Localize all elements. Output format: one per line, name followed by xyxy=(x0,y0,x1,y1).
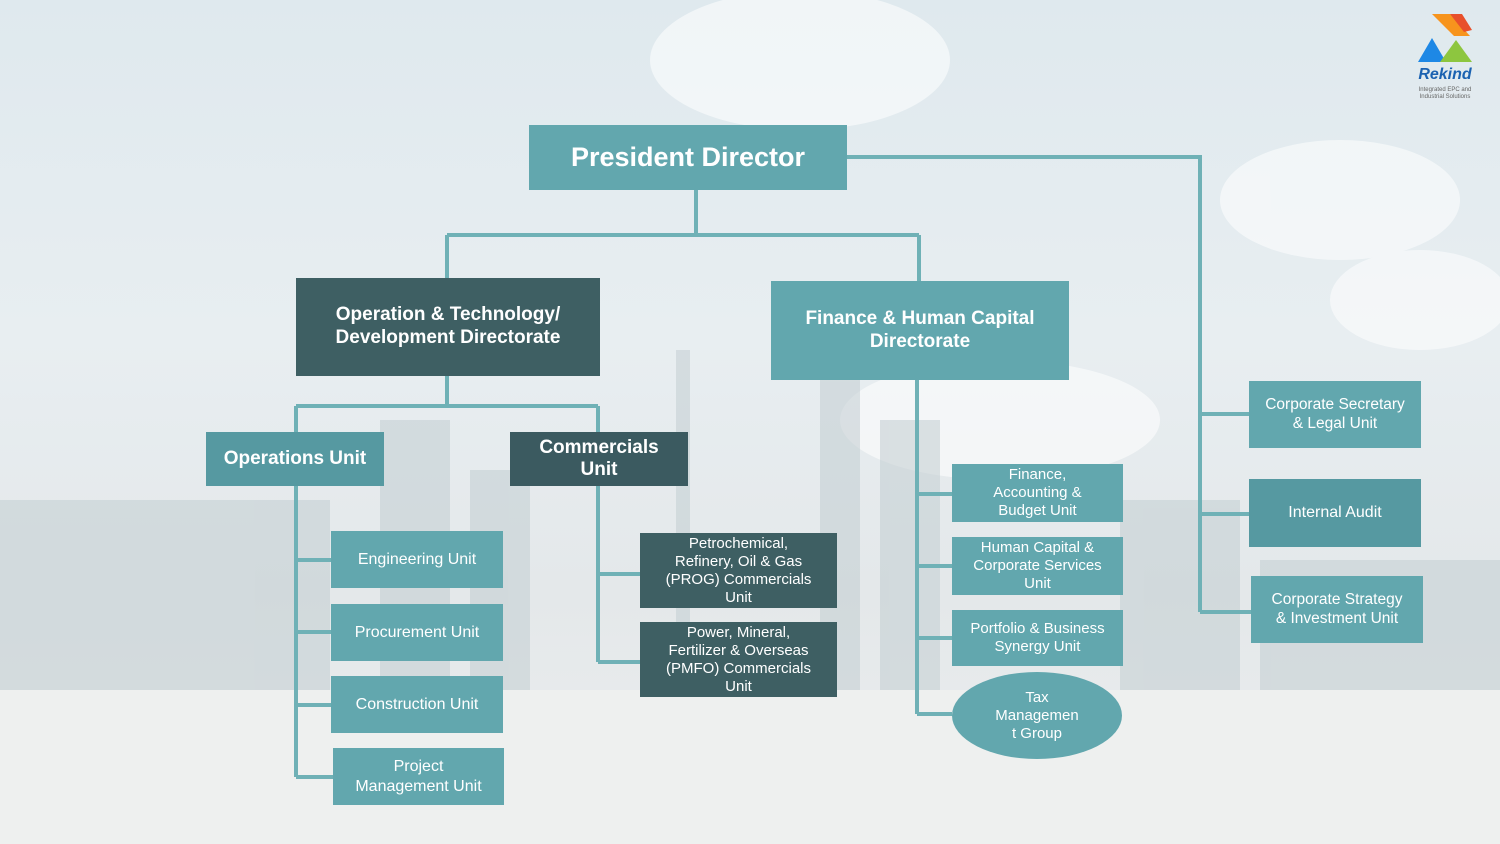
commercials-unit-box[interactable]: Commercials Unit xyxy=(510,432,688,486)
engineering-unit-label: Engineering Unit xyxy=(357,550,477,568)
internal-audit-label: Internal Audit xyxy=(1288,504,1382,522)
procurement-unit-label: Procurement Unit xyxy=(354,623,480,641)
corporate-secretary-legal-unit-box[interactable]: Corporate Secretary & Legal Unit xyxy=(1249,381,1421,448)
commercials-unit-label: Commercials Unit xyxy=(539,437,659,480)
human-capital-corporate-services-unit-box[interactable]: Human Capital & Corporate Services Unit xyxy=(952,537,1123,595)
prog-commercials-unit-label: Petrochemical, Refinery, Oil & Gas (PROG… xyxy=(665,534,812,606)
construction-unit-label: Construction Unit xyxy=(355,695,479,713)
prog-commercials-unit-box[interactable]: Petrochemical, Refinery, Oil & Gas (PROG… xyxy=(640,533,837,608)
corporate-strategy-investment-unit-label: Corporate Strategy & Investment Unit xyxy=(1271,590,1403,627)
logo-wordmark: Rekind xyxy=(1418,66,1472,83)
project-management-unit-box[interactable]: Project Management Unit xyxy=(333,748,504,805)
president-director-box[interactable]: President Director xyxy=(529,125,847,190)
portfolio-business-synergy-unit-box[interactable]: Portfolio & Business Synergy Unit xyxy=(952,610,1123,666)
tax-management-group-label: Tax Managemen t Group xyxy=(995,688,1079,742)
pmfo-commercials-unit-box[interactable]: Power, Mineral, Fertilizer & Overseas (P… xyxy=(640,622,837,697)
tax-management-group-oval[interactable]: Tax Managemen t Group xyxy=(952,672,1122,759)
operations-unit-box[interactable]: Operations Unit xyxy=(206,432,384,486)
construction-unit-box[interactable]: Construction Unit xyxy=(331,676,503,733)
pmfo-commercials-unit-label: Power, Mineral, Fertilizer & Overseas (P… xyxy=(666,623,811,695)
portfolio-business-synergy-unit-label: Portfolio & Business Synergy Unit xyxy=(970,620,1105,655)
human-capital-corporate-services-unit-label: Human Capital & Corporate Services Unit xyxy=(973,539,1102,592)
corporate-strategy-investment-unit-box[interactable]: Corporate Strategy & Investment Unit xyxy=(1251,576,1423,643)
finance-accounting-budget-unit-label: Finance, Accounting & Budget Unit xyxy=(993,466,1082,519)
project-management-unit-label: Project Management Unit xyxy=(355,758,482,795)
operation-technology-directorate-label: Operation & Technology/ Development Dire… xyxy=(335,304,561,348)
finance-accounting-budget-unit-box[interactable]: Finance, Accounting & Budget Unit xyxy=(952,464,1123,522)
rekind-logo: Rekind Integrated EPC and Industrial Sol… xyxy=(1410,10,1480,102)
operations-unit-label: Operations Unit xyxy=(223,447,367,469)
engineering-unit-box[interactable]: Engineering Unit xyxy=(331,531,503,588)
operation-technology-directorate-box[interactable]: Operation & Technology/ Development Dire… xyxy=(296,278,600,376)
internal-audit-box[interactable]: Internal Audit xyxy=(1249,479,1421,547)
finance-human-capital-directorate-label: Finance & Human Capital Directorate xyxy=(805,307,1035,352)
president-director-label: President Director xyxy=(570,142,806,173)
finance-human-capital-directorate-box[interactable]: Finance & Human Capital Directorate xyxy=(771,281,1069,380)
procurement-unit-box[interactable]: Procurement Unit xyxy=(331,604,503,661)
logo-tagline: Integrated EPC and Industrial Solutions xyxy=(1418,87,1472,100)
background-ground xyxy=(0,690,1500,844)
rekind-logo-mark-icon xyxy=(1418,14,1472,62)
corporate-secretary-legal-unit-label: Corporate Secretary & Legal Unit xyxy=(1265,395,1405,432)
